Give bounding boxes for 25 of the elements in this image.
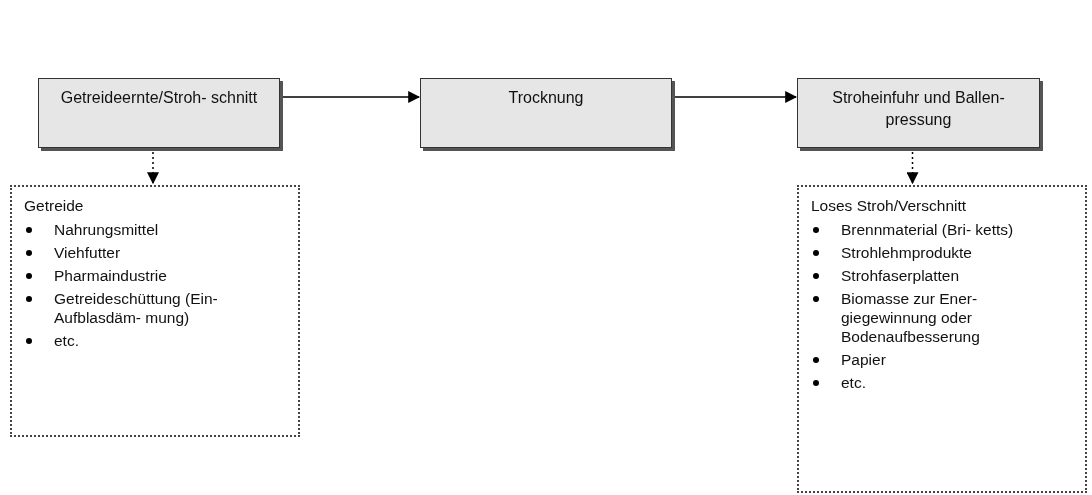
arrow bbox=[282, 91, 421, 103]
list-item: Getreideschüttung (Ein-Aufblasdäm- mung) bbox=[54, 289, 219, 327]
arrow bbox=[147, 151, 159, 185]
list-item: etc. bbox=[54, 331, 80, 350]
list-box bbox=[797, 185, 1087, 493]
box-label: Stroheinfuhr und Ballen- pressung bbox=[831, 88, 1006, 130]
list-item: Nahrungsmittel bbox=[54, 220, 160, 239]
list-item: Strohlehmprodukte bbox=[841, 243, 973, 262]
list-item: Pharmaindustrie bbox=[54, 266, 168, 285]
list-item: etc. bbox=[841, 373, 867, 392]
list-item: Strohfaserplatten bbox=[841, 266, 961, 285]
box-label: Trocknung bbox=[508, 88, 584, 108]
box-label: Getreideernte/Stroh- schnitt bbox=[60, 88, 258, 108]
arrow bbox=[674, 91, 798, 103]
process-box bbox=[420, 78, 672, 148]
arrow bbox=[906, 151, 919, 185]
list-box bbox=[10, 185, 300, 437]
list-item: Viehfutter bbox=[54, 243, 122, 262]
list-heading: Loses Stroh/Verschnitt bbox=[811, 196, 968, 216]
process-box bbox=[797, 78, 1040, 148]
list-item: Brennmaterial (Bri- ketts) bbox=[841, 220, 1015, 239]
list-item: Biomasse zur Ener- giegewinnung oder Bodenaufbesserung bbox=[841, 289, 981, 346]
process-box bbox=[38, 78, 280, 148]
list-item: Papier bbox=[841, 350, 887, 369]
list-heading: Getreide bbox=[24, 196, 85, 216]
